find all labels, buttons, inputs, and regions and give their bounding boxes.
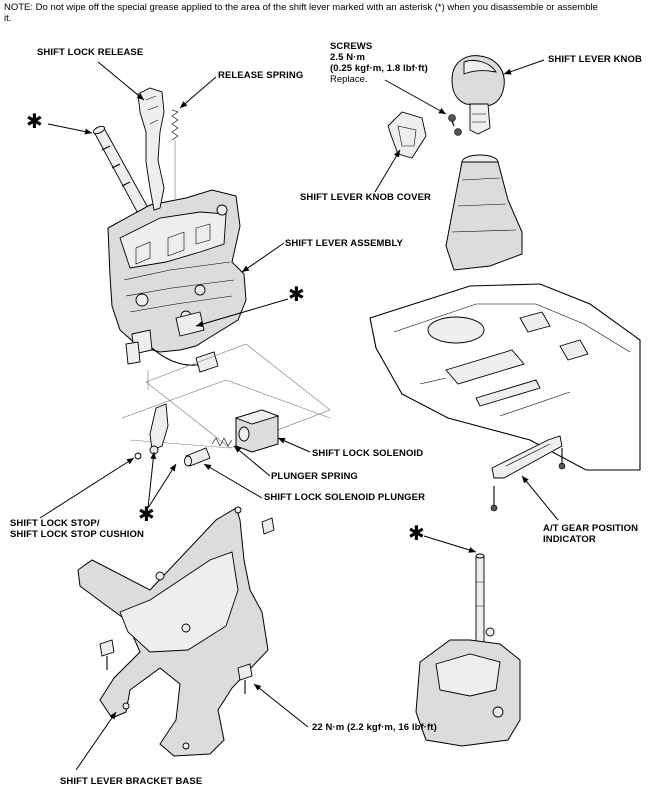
grease-asterisk-lower-lever: ✱ (408, 523, 425, 545)
label-screws: SCREWS (330, 41, 373, 52)
label-shift-lock-stop: SHIFT LOCK STOP/ (10, 518, 100, 529)
shift-lock-stop-drawing (134, 403, 169, 460)
console-panel-drawing (369, 283, 641, 471)
label-shift-lever-knob: SHIFT LEVER KNOB (548, 54, 642, 65)
shift-boot-drawing (445, 154, 523, 271)
plunger-drawing (184, 447, 211, 467)
lower-shift-lever-drawing (415, 553, 521, 747)
label-release-spring: RELEASE SPRING (218, 70, 304, 81)
shift-lever-knob-drawing (451, 55, 505, 135)
grease-asterisk-lever: ✱ (26, 111, 43, 133)
grease-asterisk-stop: ✱ (138, 504, 155, 526)
shift-lever-knob-cover-drawing (387, 111, 427, 159)
label-bracket-torque: 22 N·m (2.2 kgf·m, 16 lbf·ft) (312, 722, 437, 733)
label-at-gear-position: A/T GEAR POSITION (543, 523, 639, 534)
shift-lock-solenoid-drawing (234, 409, 280, 453)
label-shift-lever-assembly: SHIFT LEVER ASSEMBLY (285, 238, 403, 249)
label-shift-lever-bracket-base: SHIFT LEVER BRACKET BASE (60, 776, 203, 787)
leader-lines (39, 59, 559, 771)
label-screws-torque-alt: (0.25 kgf·m, 1.8 lbf·ft) (330, 63, 428, 74)
label-shift-lock-stop-cushion: SHIFT LOCK STOP CUSHION (10, 529, 144, 540)
label-at-gear-indicator: INDICATOR (543, 534, 596, 545)
label-screws-replace: Replace. (330, 74, 368, 85)
at-gear-position-indicator-drawing (490, 435, 566, 512)
label-screws-torque: 2.5 N·m (330, 52, 366, 63)
label-shift-lock-solenoid: SHIFT LOCK SOLENOID (312, 448, 424, 459)
label-shift-lock-solenoid-plunger: SHIFT LOCK SOLENOID PLUNGER (264, 492, 426, 503)
bracket-base-drawing (77, 506, 275, 757)
screws-drawing (448, 114, 462, 136)
label-shift-lock-release: SHIFT LOCK RELEASE (37, 47, 144, 58)
grease-asterisk-assembly: ✱ (288, 284, 305, 306)
plunger-spring-drawing (211, 437, 233, 447)
grease-note: NOTE: Do not wipe off the special grease… (4, 2, 598, 24)
shift-lever-assembly-drawing (92, 87, 247, 390)
label-shift-lever-knob-cover: SHIFT LEVER KNOB COVER (300, 192, 431, 203)
label-plunger-spring: PLUNGER SPRING (271, 471, 358, 482)
